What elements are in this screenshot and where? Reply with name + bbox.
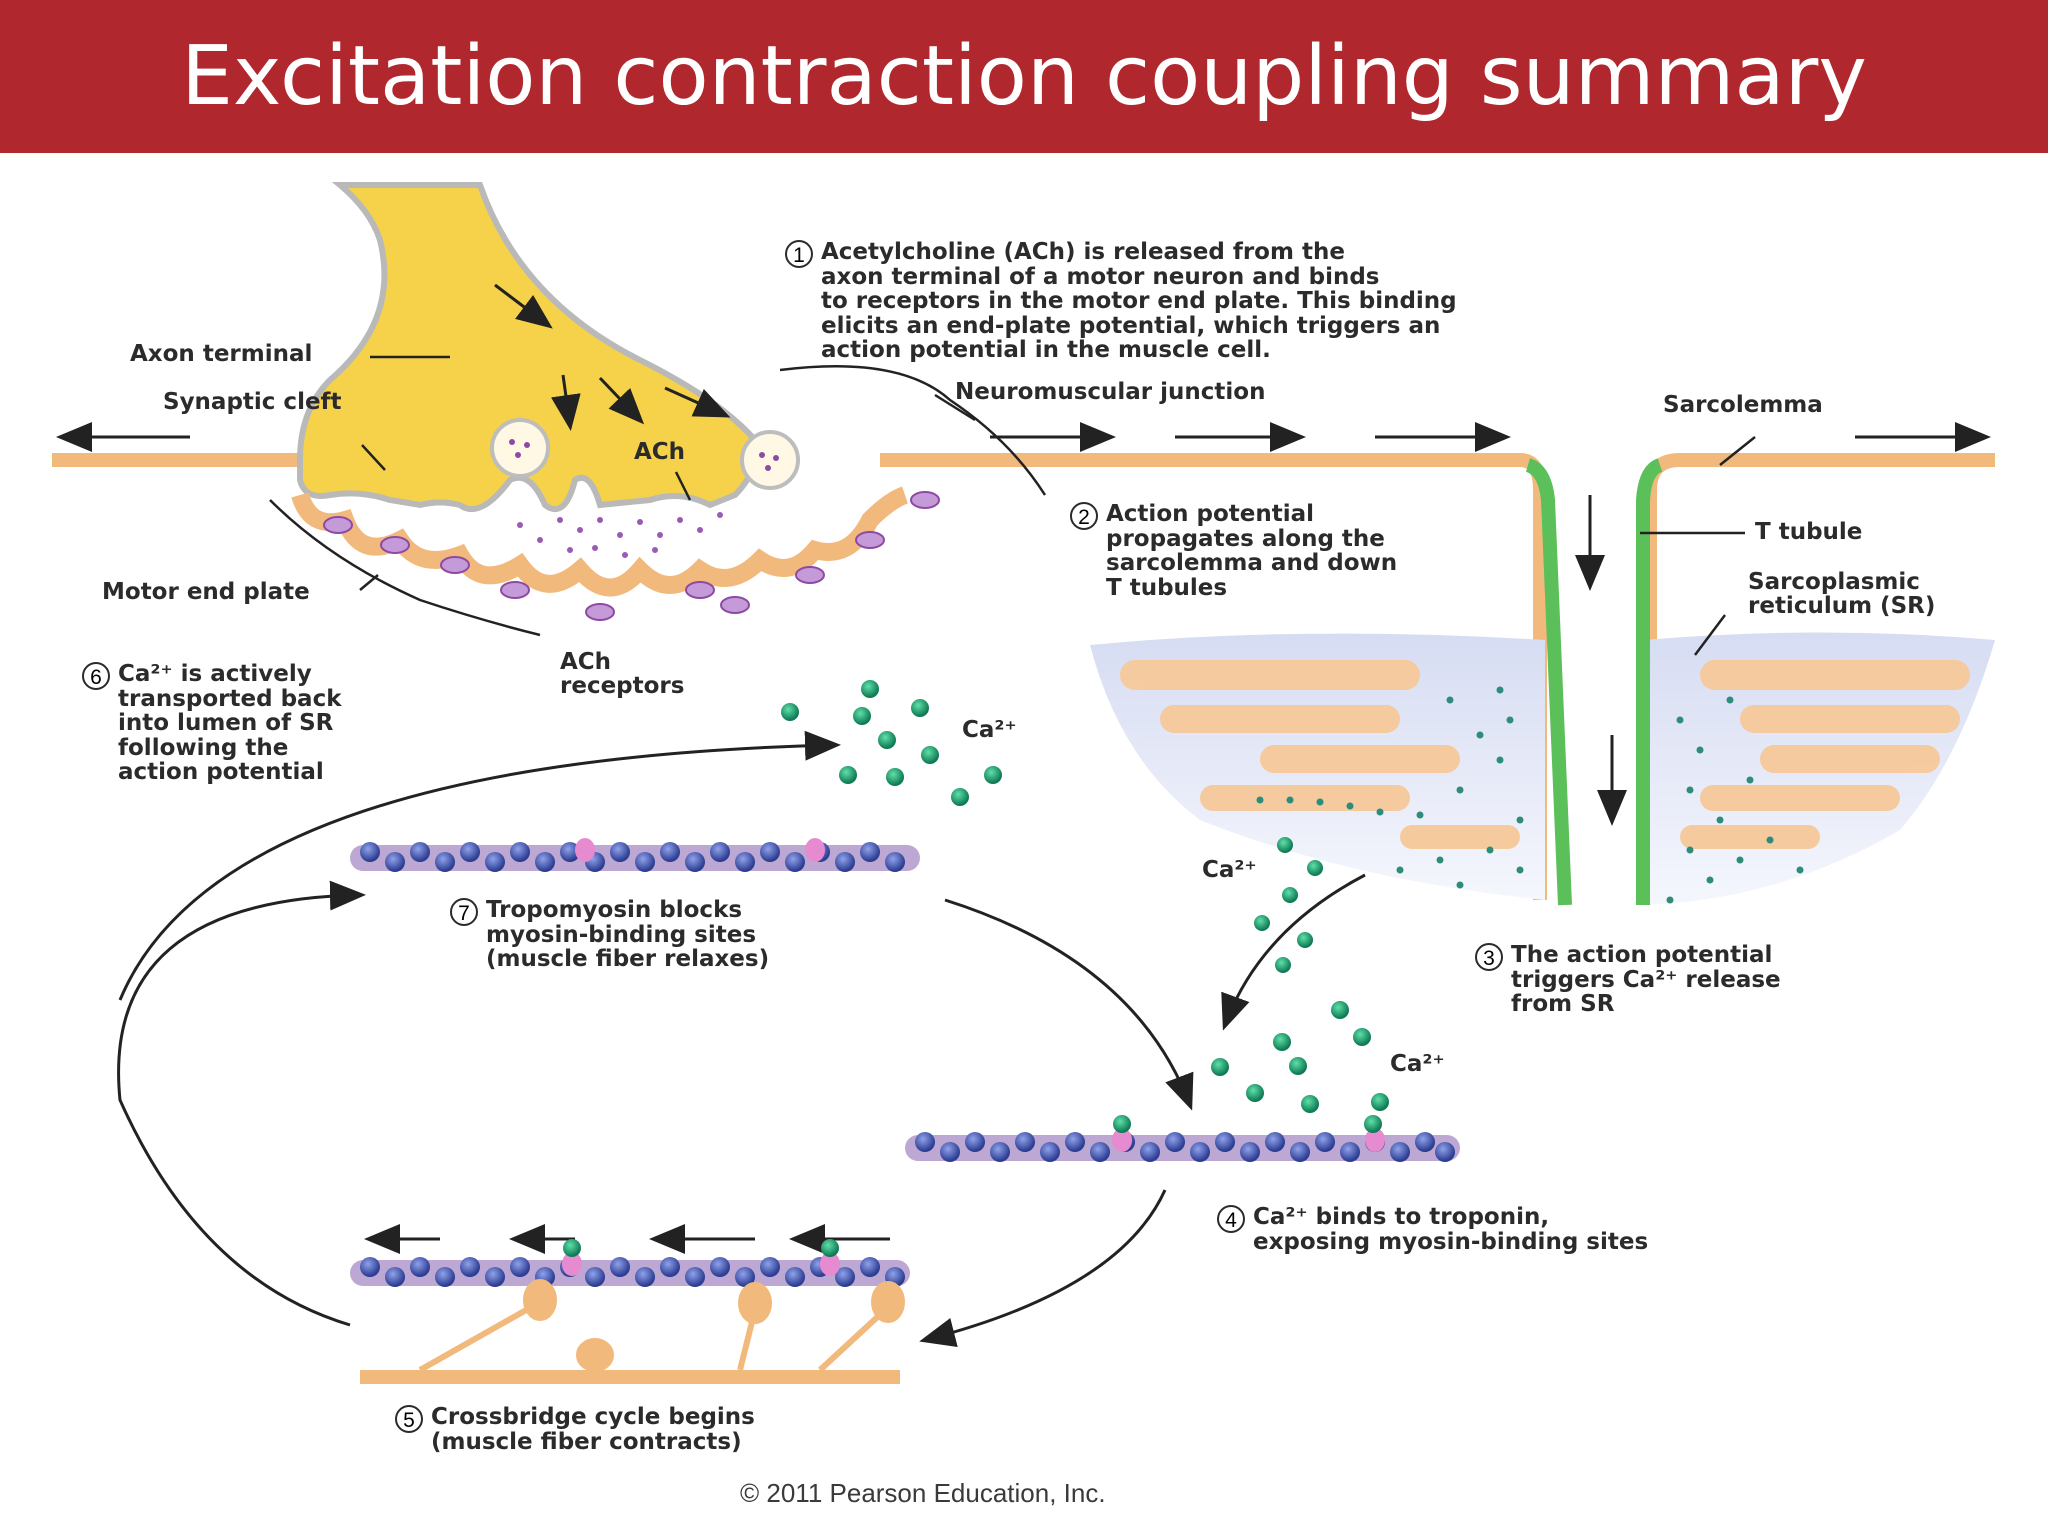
step-2-number: 2	[1070, 502, 1098, 530]
step-1-text: Acetylcholine (ACh) is released from the…	[821, 239, 1457, 363]
label-sarcolemma: Sarcolemma	[1663, 392, 1823, 418]
crossbridge-assembly	[350, 1224, 910, 1384]
step-4: 4 Ca²⁺ binds to troponin, exposing myosi…	[1217, 1205, 1648, 1254]
step-4-number: 4	[1217, 1205, 1245, 1233]
step-7: 7 Tropomyosin blocks myosin-binding site…	[450, 898, 769, 972]
thin-filament-relaxed	[350, 838, 920, 872]
axon-terminal	[297, 182, 800, 513]
ec-coupling-diagram	[52, 182, 1995, 1384]
label-axon-terminal: Axon terminal	[130, 341, 313, 367]
label-ach-receptors: ACh receptors	[560, 649, 685, 699]
step-6-number: 6	[82, 662, 110, 690]
step-2: 2 Action potential propagates along the …	[1070, 502, 1397, 600]
step-5: 5 Crossbridge cycle begins (muscle fiber…	[395, 1405, 755, 1454]
step-1-number: 1	[785, 240, 813, 268]
label-calcium-3: Ca²⁺	[1390, 1051, 1445, 1077]
step-7-text: Tropomyosin blocks myosin-binding sites …	[486, 897, 770, 972]
step-4-text: Ca²⁺ binds to troponin, exposing myosin-…	[1253, 1204, 1649, 1255]
label-ach: ACh	[634, 439, 686, 465]
step-5-number: 5	[395, 1405, 423, 1433]
slide-title: Excitation contraction coupling summary	[181, 29, 1867, 124]
copyright: © 2011 Pearson Education, Inc.	[740, 1478, 1106, 1508]
label-synaptic-cleft: Synaptic cleft	[163, 389, 342, 415]
step-5-text: Crossbridge cycle begins (muscle fiber c…	[431, 1404, 755, 1455]
leader-lines	[269, 355, 1756, 656]
step-6: 6 Ca²⁺ is actively transported back into…	[82, 662, 342, 785]
cycle-arrows	[117, 730, 1366, 1348]
title-bar: Excitation contraction coupling summary	[0, 0, 2048, 153]
label-neuromuscular-junction: Neuromuscular junction	[955, 379, 1266, 405]
step-1: 1 Acetylcholine (ACh) is released from t…	[785, 240, 1457, 363]
step-2-text: Action potential propagates along the sa…	[1106, 501, 1398, 601]
label-motor-end-plate: Motor end plate	[102, 579, 310, 605]
sr-calcium-spray	[1256, 686, 1804, 904]
t-tubule	[1525, 458, 1663, 906]
step-3-text: The action potential triggers Ca²⁺ relea…	[1511, 942, 1781, 1017]
step-6-text: Ca²⁺ is actively transported back into l…	[118, 661, 342, 785]
motor-end-plate	[291, 486, 940, 621]
label-calcium-1: Ca²⁺	[962, 717, 1017, 743]
step-3: 3 The action potential triggers Ca²⁺ rel…	[1475, 943, 1781, 1017]
thin-filament-ca-bound	[905, 1115, 1460, 1162]
label-t-tubule: T tubule	[1755, 519, 1863, 545]
step-3-number: 3	[1475, 943, 1503, 971]
calcium-ions	[781, 680, 1389, 1113]
label-sarcoplasmic-reticulum: Sarcoplasmic reticulum (SR)	[1748, 569, 1936, 619]
label-calcium-2: Ca²⁺	[1202, 857, 1257, 883]
step-7-number: 7	[450, 898, 478, 926]
